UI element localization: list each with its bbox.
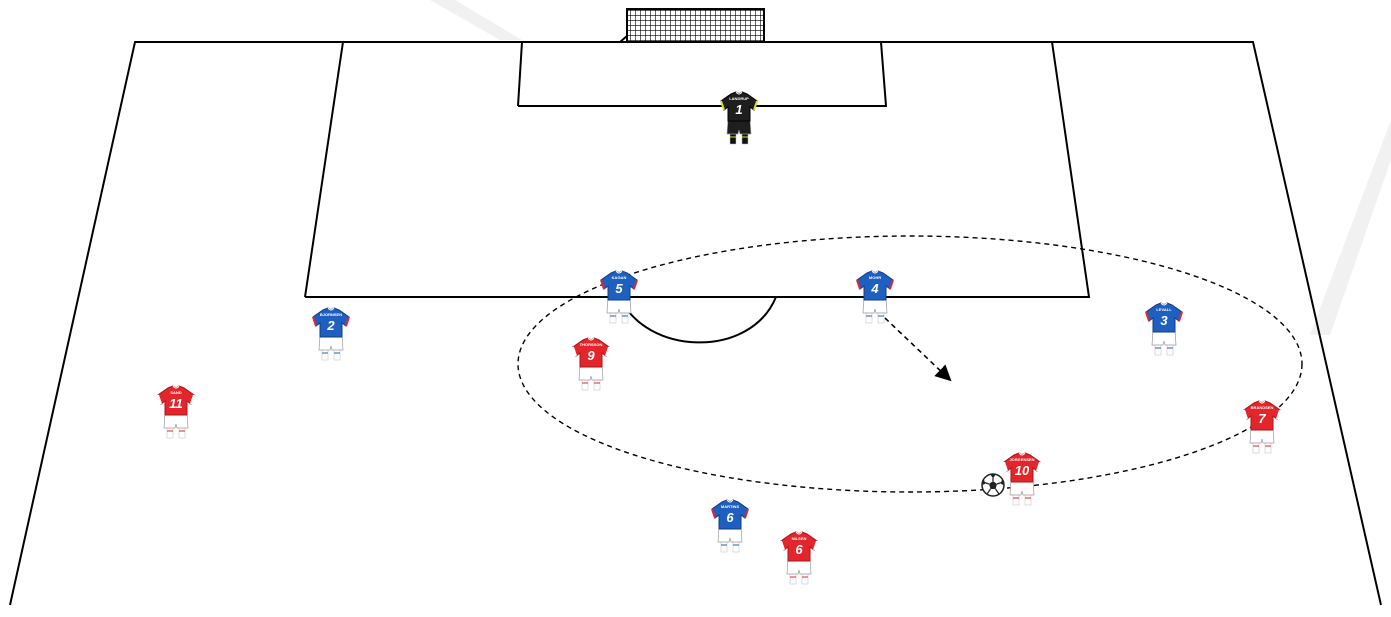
player-number-label: 7 — [1258, 411, 1266, 426]
player-number-label: 6 — [726, 510, 734, 525]
player-number-label: 11 — [169, 396, 183, 411]
player-number-label: 5 — [615, 281, 623, 296]
dashed-movement-zone — [518, 236, 1302, 492]
player-number-label: 6 — [795, 542, 803, 557]
player-number-label: 2 — [326, 318, 335, 333]
player-name-label: SAND — [170, 390, 181, 395]
player-name-label: BRANDSEN — [1251, 405, 1274, 410]
soccer-ball-icon[interactable] — [982, 474, 1004, 496]
watermark — [430, 0, 1391, 335]
goal-area — [518, 42, 886, 106]
player-name-label: BJORNSEN — [320, 312, 342, 317]
player-number-label: 10 — [1015, 463, 1030, 478]
movement-arrow-icon — [885, 318, 948, 378]
player-name-label: NILSEN — [792, 536, 807, 541]
goal-net-icon — [620, 9, 764, 42]
player-number-label: 3 — [1160, 313, 1168, 328]
player-name-label: MARTINS — [721, 504, 740, 509]
player-number-label: 4 — [870, 281, 879, 296]
player-name-label: KAGAN — [612, 275, 627, 280]
player-name-label: JORGENSEN — [1009, 457, 1034, 462]
player-number-label: 9 — [587, 348, 595, 363]
player-name-label: THORSSON — [580, 342, 603, 347]
player-name-label: LANDRUP — [729, 96, 749, 101]
penalty-arc — [620, 297, 776, 342]
player-number-label: 1 — [735, 102, 742, 117]
player-name-label: MOHR — [869, 275, 881, 280]
player-name-label: LEVALL — [1156, 307, 1172, 312]
penalty-area — [305, 42, 1089, 297]
